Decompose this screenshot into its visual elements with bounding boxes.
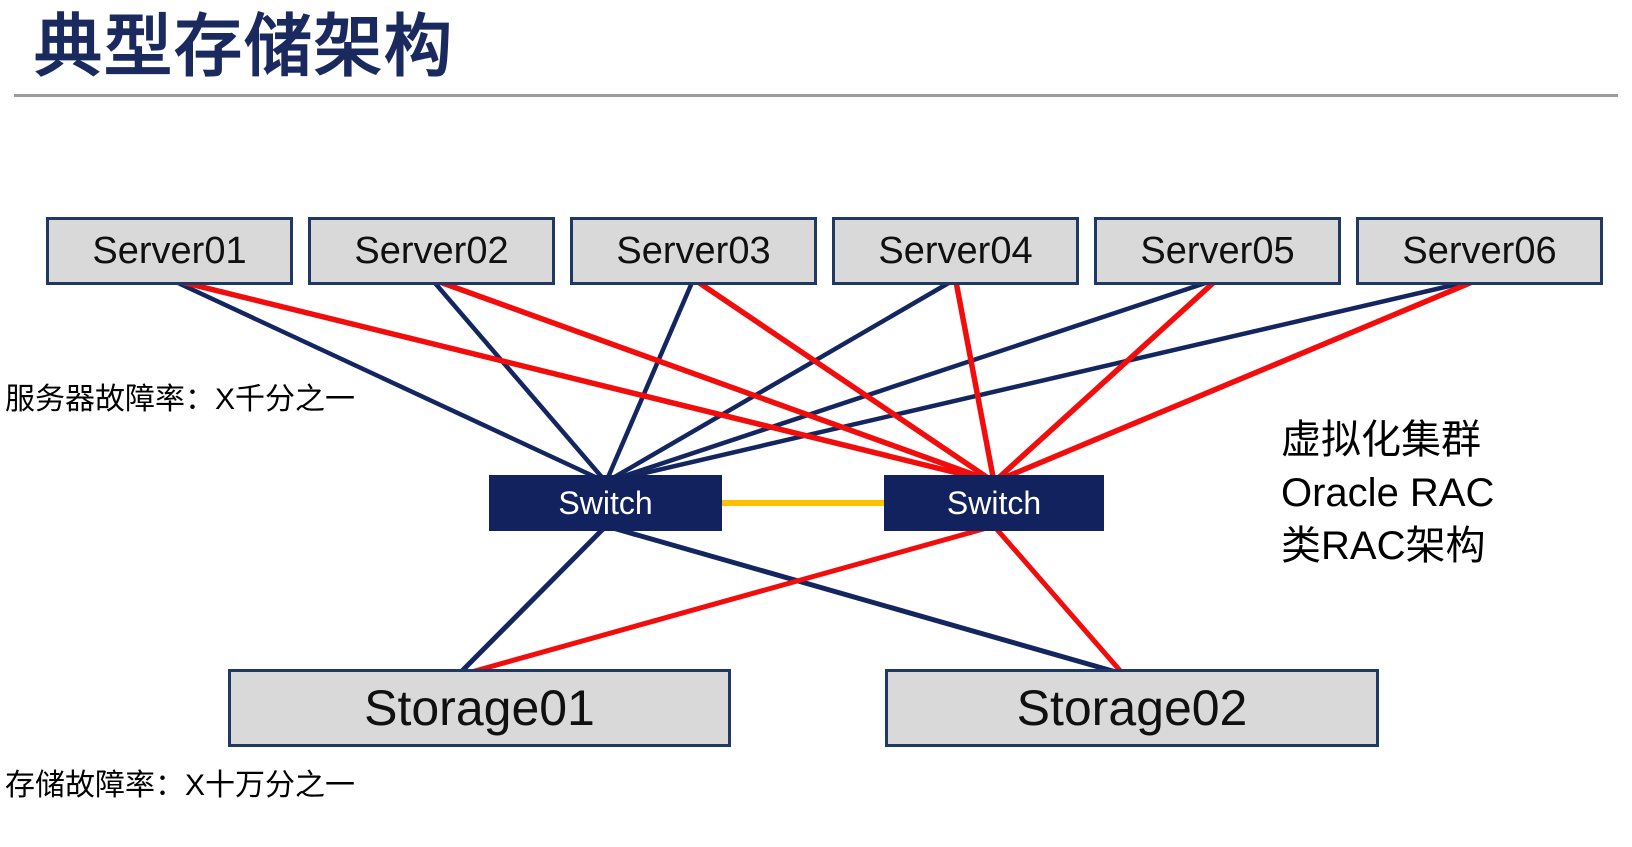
switch1-to-storage1-link xyxy=(455,524,608,678)
switch2-to-storage2-link xyxy=(992,524,1125,676)
storage02-node: Storage02 xyxy=(885,669,1379,747)
server-failure-label: 服务器故障率：X千分之一 xyxy=(5,383,356,416)
storage-label: Storage02 xyxy=(1016,680,1248,736)
server01-node: Server01 xyxy=(46,217,293,285)
switch2-node: Switch xyxy=(884,475,1104,531)
server-label: Server04 xyxy=(878,229,1033,272)
server4-to-switch2-link xyxy=(952,278,997,483)
storage-failure-label: 存储故障率：X十万分之一 xyxy=(5,769,356,802)
server03-node: Server03 xyxy=(570,217,817,285)
server02-node: Server02 xyxy=(308,217,555,285)
server5-to-switch2-link xyxy=(992,276,1220,485)
switch1-node: Switch xyxy=(489,475,722,531)
server1-to-switch2-link xyxy=(168,276,995,485)
server1-to-switch1-link xyxy=(168,276,607,485)
switch-label: Switch xyxy=(558,484,653,521)
switch-label: Switch xyxy=(946,484,1042,521)
slide-title: 典型存储架构 xyxy=(34,9,455,85)
switch2-to-storage1-link xyxy=(456,523,995,679)
server04-node: Server04 xyxy=(832,217,1079,285)
server-label: Server03 xyxy=(616,229,771,272)
cluster-note-line-2: Oracle RAC xyxy=(1281,471,1495,515)
title-divider xyxy=(14,94,1618,97)
server5-to-switch1-link xyxy=(605,276,1219,485)
server4-to-switch1-link xyxy=(604,277,957,484)
cluster-note: 虚拟化集群 Oracle RAC 类RAC架构 xyxy=(1281,414,1494,573)
cluster-note-line-3: 类RAC架构 xyxy=(1281,524,1486,568)
server6-to-switch2-link xyxy=(992,276,1481,485)
server3-to-switch2-link xyxy=(691,276,996,485)
server-label: Server02 xyxy=(354,229,509,272)
switch1-to-storage2-link xyxy=(605,523,1124,677)
server2-to-switch2-link xyxy=(430,276,995,485)
server2-to-switch1-link xyxy=(429,277,608,484)
server06-node: Server06 xyxy=(1356,217,1603,285)
server-label: Server05 xyxy=(1140,229,1295,272)
storage01-node: Storage01 xyxy=(228,669,731,747)
cluster-note-line-1: 虚拟化集群 xyxy=(1281,418,1481,462)
server-label: Server01 xyxy=(92,229,247,272)
server05-node: Server05 xyxy=(1094,217,1341,285)
storage-label: Storage01 xyxy=(364,680,595,736)
server-label: Server06 xyxy=(1402,229,1557,272)
server6-to-switch1-link xyxy=(605,276,1481,485)
server3-to-switch1-link xyxy=(603,278,696,483)
